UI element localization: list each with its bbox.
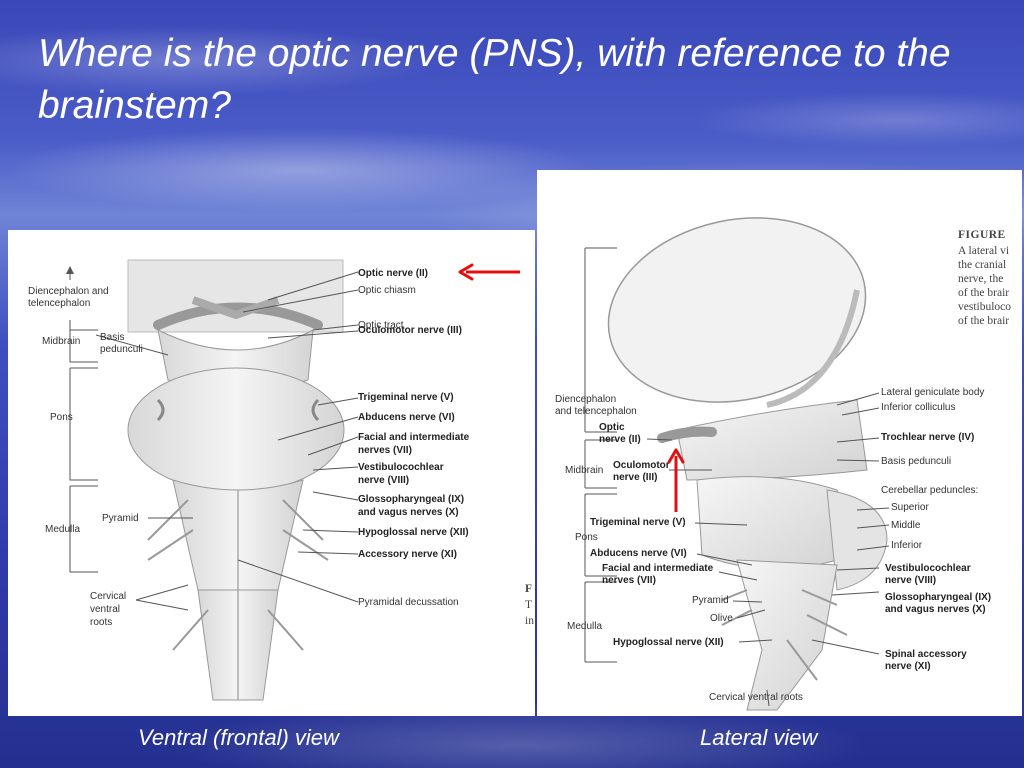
label-olive: Olive (710, 613, 733, 624)
up-arrow-icon (667, 448, 685, 512)
label-cerebellar-peduncles: Cerebellar peduncles: (881, 485, 979, 496)
label-facial-line1: Facial and intermediate (358, 432, 470, 443)
label-pyramidal-decussation: Pyramidal decussation (358, 597, 459, 608)
label-basis-line2: pedunculi (100, 344, 143, 355)
label-diencephalon-line1: Diencephalon and (28, 286, 109, 297)
figure-caption-line5: vestibuloco (958, 301, 1012, 313)
label-optic-chiasm: Optic chiasm (358, 285, 416, 296)
label-optic-line1: Optic (599, 422, 625, 433)
label-inferior-colliculus: Inferior colliculus (881, 402, 956, 413)
label-vestibulocochlear-line2: nerve (VIII) (358, 475, 410, 486)
label-pons: Pons (575, 532, 598, 543)
label-pons: Pons (50, 412, 73, 423)
label-trigeminal-nerve: Trigeminal nerve (V) (590, 517, 686, 528)
label-cervical-line3: roots (90, 617, 113, 628)
lateral-view-caption: Lateral view (700, 725, 818, 750)
label-vestibulocochlear-line2: nerve (VIII) (885, 575, 937, 586)
label-pyramid: Pyramid (692, 595, 729, 606)
label-trigeminal-nerve: Trigeminal nerve (V) (358, 392, 454, 403)
label-midbrain: Midbrain (42, 336, 81, 347)
label-hypoglossal-nerve: Hypoglossal nerve (XII) (613, 637, 724, 648)
label-pyramid: Pyramid (102, 513, 139, 524)
lateral-view-figure: FIGURE A lateral vi the cranial nerve, t… (537, 170, 1022, 716)
label-vestibulocochlear-line1: Vestibulocochlear (358, 462, 444, 473)
label-diencephalon-line2: and telencephalon (555, 406, 637, 417)
label-oculomotor-nerve: Oculomotor nerve (III) (358, 325, 462, 336)
label-midbrain: Midbrain (565, 465, 604, 476)
label-lateral-geniculate-body: Lateral geniculate body (881, 387, 985, 398)
figure-caption-fragment-in: in (525, 615, 534, 627)
label-superior-peduncle: Superior (891, 502, 929, 513)
figure-caption-line3: nerve, the (958, 273, 1004, 285)
ventral-view-figure: Diencephalon and telencephalon Midbrain … (8, 230, 535, 716)
label-basis-line1: Basis (100, 332, 125, 343)
label-glossopharyngeal-line2: and vagus nerves (X) (885, 604, 986, 615)
label-oculomotor-line1: Oculomotor (613, 460, 670, 471)
label-optic-line2: nerve (II) (599, 434, 641, 445)
label-glossopharyngeal-line1: Glossopharyngeal (IX) (885, 592, 992, 603)
figure-caption-line6: of the brair (958, 315, 1010, 327)
label-medulla: Medulla (567, 621, 603, 632)
label-cervical-line1: Cervical (90, 591, 127, 602)
label-diencephalon-line1: Diencephalon (555, 394, 617, 405)
label-basis-pedunculi: Basis pedunculi (881, 456, 952, 467)
label-facial-line2: nerves (VII) (602, 575, 656, 586)
ventral-brainstem-illustration (66, 259, 359, 701)
label-oculomotor-line2: nerve (III) (613, 472, 658, 483)
ventral-view-caption: Ventral (frontal) view (138, 725, 339, 750)
label-hypoglossal-nerve: Hypoglossal nerve (XII) (358, 527, 469, 538)
label-abducens-nerve: Abducens nerve (VI) (358, 412, 455, 423)
label-optic-nerve: Optic nerve (II) (358, 268, 429, 279)
figure-caption-fragment-f: F (525, 583, 533, 595)
figure-heading: FIGURE (958, 229, 1006, 241)
label-facial-line1: Facial and intermediate (602, 563, 714, 574)
label-accessory-nerve: Accessory nerve (XI) (358, 549, 457, 560)
slide-title: Where is the optic nerve (PNS), with ref… (38, 32, 951, 127)
label-middle-peduncle: Middle (891, 520, 921, 531)
label-trochlear-nerve: Trochlear nerve (IV) (881, 432, 975, 443)
label-spinal-accessory-line2: nerve (XI) (885, 661, 931, 672)
left-arrow-icon (458, 263, 520, 281)
figure-caption-fragment-t: T (525, 599, 533, 611)
label-optic-tract: Optic tract (358, 320, 404, 331)
label-glossopharyngeal-line2: and vagus nerves (X) (358, 507, 459, 518)
label-abducens-nerve: Abducens nerve (VI) (590, 548, 687, 559)
label-medulla: Medulla (45, 524, 81, 535)
figure-caption-line1: A lateral vi (958, 245, 1010, 257)
figure-caption-line4: of the brair (958, 287, 1010, 299)
lateral-brainstem-illustration (584, 217, 890, 711)
label-facial-line2: nerves (VII) (358, 445, 412, 456)
figure-caption-line2: the cranial (958, 259, 1007, 271)
label-glossopharyngeal-line1: Glossopharyngeal (IX) (358, 494, 465, 505)
label-inferior-peduncle: Inferior (891, 540, 923, 551)
label-cervical-line2: ventral (90, 604, 121, 615)
label-diencephalon-line2: telencephalon (28, 298, 91, 309)
label-spinal-accessory-line1: Spinal accessory (885, 649, 967, 660)
label-cervical-ventral-roots: Cervical ventral roots (709, 692, 803, 703)
label-vestibulocochlear-line1: Vestibulocochlear (885, 563, 971, 574)
